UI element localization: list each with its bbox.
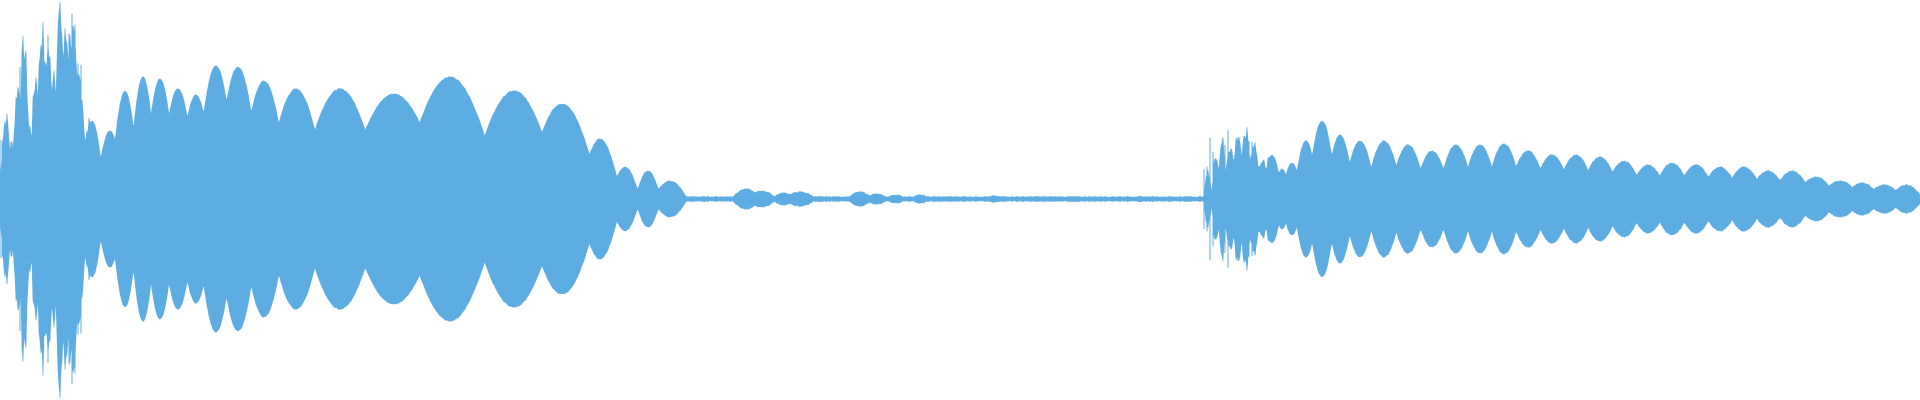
waveform-view[interactable]: [0, 0, 1920, 400]
audio-waveform: [0, 1, 1920, 399]
waveform-track: [0, 1, 1920, 399]
waveform-envelope: [0, 1, 1920, 399]
